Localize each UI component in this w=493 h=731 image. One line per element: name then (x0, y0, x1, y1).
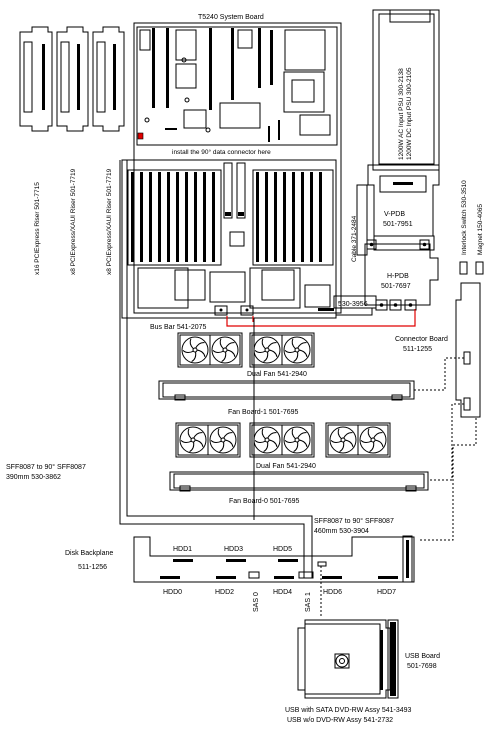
usb-board-label: USB Board (405, 653, 440, 660)
fan-icon (281, 334, 313, 366)
riser-x16 (19, 26, 53, 132)
interlock-label: Interlock Switch 530-3510 (461, 180, 468, 255)
bus-bar-label: Bus Bar 541-2075 (150, 324, 207, 331)
fan-icon (357, 424, 389, 456)
system-board-label: T5240 System Board (198, 14, 264, 21)
fan-board-1 (158, 380, 415, 401)
psu-ac-label: 1200W AC Input PSU 300-2138 (398, 68, 405, 160)
fan-row-0 (175, 422, 391, 458)
memory-slots-right (252, 169, 334, 266)
v-pdb (356, 164, 440, 256)
h-pdb (364, 239, 439, 311)
sas1-label: SAS 1 (305, 592, 312, 612)
riser-x16-label: x16 PCIExpress Riser 501-7715 (34, 182, 41, 275)
hdd4-label: HDD4 (273, 589, 292, 596)
v-pdb-name: V-PDB (384, 211, 405, 218)
usb-board-pn: 501-7698 (407, 663, 437, 670)
riser-x8-2-label: x8 PCIExpress/XAUI Riser 501-7719 (106, 168, 113, 275)
v-pdb-pn: 501-7951 (383, 221, 413, 228)
usb-board (387, 619, 399, 699)
connector-board-label: Connector Board (395, 336, 448, 343)
psu (372, 9, 440, 171)
hdd6-label: HDD6 (323, 589, 342, 596)
magnet-label: Magnet 150-4065 (477, 204, 484, 255)
sas0-label: SAS 0 (253, 592, 260, 612)
connector-board (455, 282, 481, 418)
riser-x8-2 (92, 26, 125, 132)
fan-board-1-label: Fan Board-1 501-7695 (228, 409, 299, 416)
riser-x8-1-label: x8 PCIExpress/XAUI Riser 501-7719 (70, 168, 77, 275)
hdd0-label: HDD0 (163, 589, 182, 596)
disk-backplane-pn: 511-1256 (78, 564, 107, 571)
bus-bar (226, 309, 416, 327)
h-pdb-pn: 501-7697 (381, 283, 411, 290)
disk-backplane-label: Disk Backplane (65, 550, 113, 557)
dvd-assembly (297, 619, 391, 699)
install-note: install the 90° data connector here (172, 148, 271, 156)
psu-dc-label: 1200W DC Input PSU 300-2105 (406, 67, 413, 160)
sff-left-line2: 390mm 530-3862 (6, 474, 61, 481)
cable-530-3956-label: 530-3956 (338, 301, 368, 308)
sff-right-line2: 460mm 530-3904 (314, 528, 369, 535)
magnet (475, 261, 484, 275)
h-pdb-name: H-PDB (387, 273, 409, 280)
disc-icon (335, 654, 349, 668)
dual-fan-0-label: Dual Fan 541-2940 (256, 463, 316, 470)
interlock-switch (459, 261, 468, 275)
fan-row-1 (177, 332, 315, 368)
sff-left-line1: SFF8087 to 90° SFF8087 (6, 463, 86, 471)
fan-board-0-label: Fan Board-0 501-7695 (229, 498, 300, 505)
sas-cable-left (119, 160, 305, 578)
dvd-label-1: USB with SATA DVD-RW Assy 541-3493 (285, 707, 412, 714)
fan-icon (281, 424, 313, 456)
fan-icon (209, 334, 241, 366)
fan-board-0 (169, 471, 429, 492)
hdd1-label: HDD1 (173, 546, 192, 553)
fan-icon (179, 334, 211, 366)
fan-icon (251, 424, 283, 456)
fan-icon (177, 424, 209, 456)
system-board (121, 22, 342, 319)
hdd7-label: HDD7 (377, 589, 396, 596)
fan-icon (327, 424, 359, 456)
connector-board-pn: 511-1255 (403, 346, 432, 353)
dual-fan-1-label: Dual Fan 541-2940 (247, 371, 307, 378)
hdd5-label: HDD5 (273, 546, 292, 553)
sff-right-line1: SFF8087 to 90° SFF8087 (314, 517, 394, 525)
fan-icon (251, 334, 283, 366)
dvd-label-2: USB w/o DVD-RW Assy 541-2732 (287, 717, 393, 724)
hdd2-label: HDD2 (215, 589, 234, 596)
hdd3-label: HDD3 (224, 546, 243, 553)
riser-x8-1 (56, 26, 89, 132)
fan-icon (207, 424, 239, 456)
memory-slots-left (127, 169, 222, 266)
disk-backplane (133, 535, 415, 583)
cable-label: Cable 371-2484 (351, 215, 358, 262)
